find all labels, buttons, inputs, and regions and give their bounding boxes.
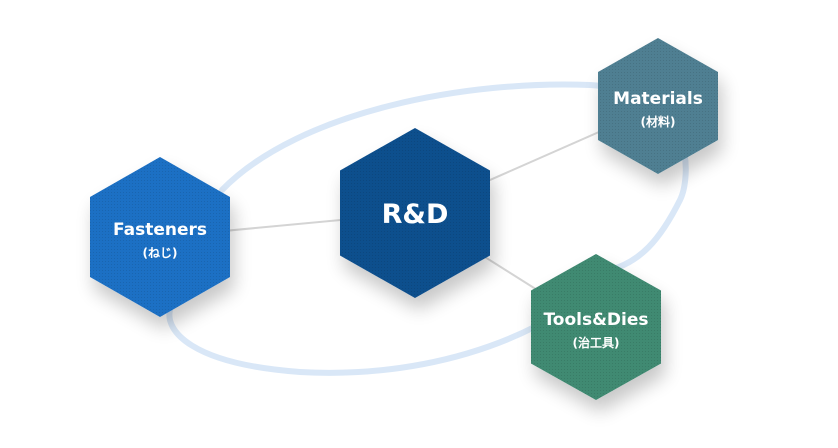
node-rnd[interactable]: R&D	[340, 128, 490, 298]
hexagon-texture	[598, 38, 718, 174]
node-label-tools: Tools&Dies	[543, 310, 648, 330]
hexagon-texture	[340, 128, 490, 298]
node-tools[interactable]: Tools&Dies (治工具)	[531, 254, 661, 400]
node-sublabel-tools: (治工具)	[573, 335, 620, 350]
ring-ellipse	[166, 81, 689, 376]
nodes: Fasteners (ねじ) R&D Materials (材料) Tools&…	[90, 38, 718, 400]
node-label-materials: Materials	[613, 89, 703, 109]
node-label-fasteners: Fasteners	[113, 220, 207, 240]
node-sublabel-materials: (材料)	[641, 114, 676, 129]
node-sublabel-fasteners: (ねじ)	[143, 246, 178, 260]
ring	[166, 81, 689, 376]
node-fasteners[interactable]: Fasteners (ねじ)	[90, 157, 230, 317]
node-label-rnd: R&D	[382, 199, 449, 230]
hexagon-texture	[90, 157, 230, 317]
hexagon-texture	[531, 254, 661, 400]
node-materials[interactable]: Materials (材料)	[598, 38, 718, 174]
